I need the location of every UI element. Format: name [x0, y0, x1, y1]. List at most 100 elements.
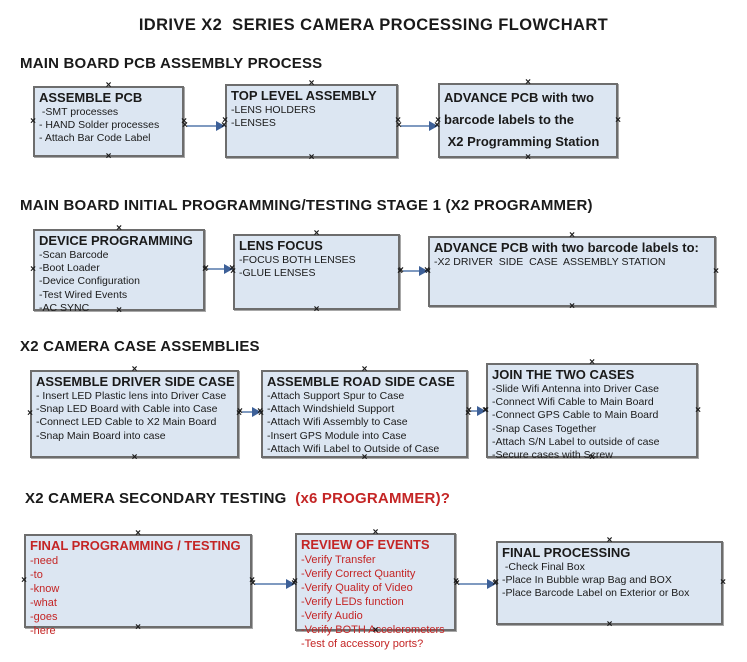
box-item: -Device Configuration: [39, 275, 140, 288]
box-item: -Snap LED Board with Cable into Case: [36, 403, 218, 416]
connector-handle-icon: ×: [492, 578, 498, 589]
connector-handle-icon: ×: [424, 265, 430, 276]
box-item: -Verify Transfer: [301, 554, 376, 566]
connector-handle-icon: ×: [695, 404, 701, 416]
box-item: X2 Programming Station: [444, 134, 600, 149]
connector-handle-icon: ×: [237, 406, 243, 417]
connector-handle-icon: ×: [606, 619, 613, 630]
box-title: ASSEMBLE DRIVER SIDE CASE: [36, 374, 235, 389]
box-item: -need: [30, 555, 59, 567]
flow-box-advance-pcb-with-two: ADVANCE PCB with two barcode labels to th…: [435, 78, 621, 163]
connector-handle-icon: ×: [396, 120, 402, 131]
connector-line: [471, 410, 479, 412]
box-title: ADVANCE PCB with two: [444, 90, 594, 105]
box-item: -Verify BOTH Accelerometers: [301, 624, 445, 636]
connector-arrow: ××: [203, 263, 235, 274]
connector-line: [403, 270, 421, 272]
box-item: -here: [30, 625, 56, 637]
connector-line: [208, 268, 226, 270]
section-header-text: MAIN BOARD INITIAL PROGRAMMING/TESTING S…: [20, 197, 593, 214]
box-title: REVIEW OF EVENTS: [301, 537, 430, 552]
connector-handle-icon: ×: [21, 575, 27, 586]
box-item: -FOCUS BOTH LENSES: [239, 254, 356, 266]
connector-arrow: ××: [396, 120, 440, 131]
box-item: -Test of accessory ports?: [301, 638, 424, 650]
box-item: -SMT processes: [39, 106, 119, 118]
section-header-x2-camera-secondary-testing: X2 CAMERA SECONDARY TESTING (x6 PROGRAMM…: [25, 490, 450, 507]
flow-box-final-programming-testing: FINAL PROGRAMMING / TESTING-need-to-know…: [21, 529, 255, 638]
flow-box-join-the-two-cases: JOIN THE TWO CASES-Slide Wifi Antenna in…: [483, 358, 701, 463]
connector-handle-icon: ×: [182, 120, 188, 131]
section-header-accent: (x6 PROGRAMMER)?: [295, 490, 451, 507]
box-title: ADVANCE PCB with two barcode labels to:: [434, 240, 699, 255]
flow-box-top-level-assembly: TOP LEVEL ASSEMBLY-LENS HOLDERS-LENSES××…: [222, 79, 401, 163]
box-item: -Slide Wifi Antenna into Driver Case: [492, 383, 659, 395]
connector-handle-icon: ×: [131, 452, 138, 463]
box-title: LENS FOCUS: [239, 238, 323, 253]
connector-handle-icon: ×: [313, 304, 320, 315]
flow-box-final-processing: FINAL PROCESSING -Check Final Box-Place …: [493, 536, 726, 630]
connector-handle-icon: ×: [713, 265, 719, 277]
box-item: -Snap Main Board into case: [36, 429, 166, 442]
box-title: FINAL PROCESSING: [502, 545, 631, 560]
arrowhead-icon: [487, 579, 496, 589]
box-item: -Verify Audio: [301, 610, 363, 622]
connector-arrow: ××: [237, 407, 263, 417]
box-item: -what: [30, 597, 57, 609]
section-header-main-board-pcb-assembly-process: MAIN BOARD PCB ASSEMBLY PROCESS: [20, 55, 322, 72]
box-item: -Secure cases with Screw: [492, 449, 613, 462]
box-item: -X2 DRIVER SIDE CASE ASSEMBLY STATION: [434, 256, 666, 268]
box-item: -Attach Wifi Assembly to Case: [267, 416, 408, 429]
section-header-text: X2 CAMERA CASE ASSEMBLIES: [20, 338, 260, 355]
box-item: -Scan Barcode: [39, 249, 109, 261]
arrowhead-icon: [224, 264, 233, 274]
box-title: JOIN THE TWO CASES: [492, 367, 635, 382]
connector-line: [255, 583, 288, 585]
connector-arrow: ××: [250, 579, 297, 589]
section-header-text: X2 CAMERA SECONDARY TESTING: [25, 490, 296, 507]
box-item: -Place Barcode Label on Exterior or Box: [502, 587, 690, 600]
connector-handle-icon: ×: [105, 151, 112, 162]
connector-handle-icon: ×: [250, 578, 256, 589]
box-title: TOP LEVEL ASSEMBLY: [231, 88, 377, 103]
flow-box-assemble-driver-side-case: ASSEMBLE DRIVER SIDE CASE- Insert LED Pl…: [27, 365, 242, 463]
box-item: -Attach Support Spur to Case: [267, 390, 405, 402]
box-item: -Boot Loader: [39, 262, 100, 275]
connector-handle-icon: ×: [30, 115, 36, 127]
box-item: barcode labels to the: [444, 112, 575, 127]
arrowhead-icon: [286, 579, 295, 589]
section-header-text: MAIN BOARD PCB ASSEMBLY PROCESS: [20, 55, 323, 72]
connector-handle-icon: ×: [569, 301, 575, 312]
page-title: IDRIVE X2 SERIES CAMERA PROCESSING FLOWC…: [138, 16, 609, 34]
connector-handle-icon: ×: [398, 265, 404, 276]
box-item: -Connect Wifi Cable to Main Board: [492, 396, 654, 409]
connector-arrow: ××: [398, 265, 430, 276]
flow-box-advance-pcb-with-two-barcode-labels-to: ADVANCE PCB with two barcode labels to:-…: [425, 231, 719, 312]
box-item: -Place In Bubble wrap Bag and BOX: [502, 574, 672, 587]
connector-handle-icon: ×: [454, 578, 460, 589]
connector-handle-icon: ×: [525, 152, 531, 163]
flow-box-device-programming: DEVICE PROGRAMMING-Scan Barcode-Boot Loa…: [30, 224, 208, 316]
connector-line: [401, 125, 431, 127]
connector-handle-icon: ×: [434, 120, 440, 131]
flow-box-assemble-road-side-case: ASSEMBLE ROAD SIDE CASE-Attach Support S…: [258, 365, 471, 463]
connector-line: [242, 411, 254, 413]
box-title: ASSEMBLE ROAD SIDE CASE: [267, 374, 455, 389]
box-item: -LENS HOLDERS: [231, 104, 316, 116]
connector-handle-icon: ×: [229, 263, 235, 274]
box-item: -LENSES: [231, 117, 276, 130]
connector-handle-icon: ×: [203, 263, 209, 274]
connector-handle-icon: ×: [720, 577, 726, 588]
flow-box-assemble-pcb: ASSEMBLE PCB -SMT processes- HAND Solder…: [30, 81, 187, 162]
arrowhead-icon: [419, 266, 428, 276]
box-item: -to: [30, 569, 43, 581]
connector-arrow: ××: [466, 405, 488, 416]
box-item: -Attach S/N Label to outside of case: [492, 435, 660, 448]
box-title: ASSEMBLE PCB: [39, 90, 143, 105]
box-item: -GLUE LENSES: [239, 267, 316, 280]
connector-handle-icon: ×: [482, 405, 488, 416]
box-item: - HAND Solder processes: [39, 119, 160, 132]
box-item: -Snap Cases Together: [492, 422, 597, 435]
box-item: - Attach Bar Code Label: [39, 132, 151, 145]
